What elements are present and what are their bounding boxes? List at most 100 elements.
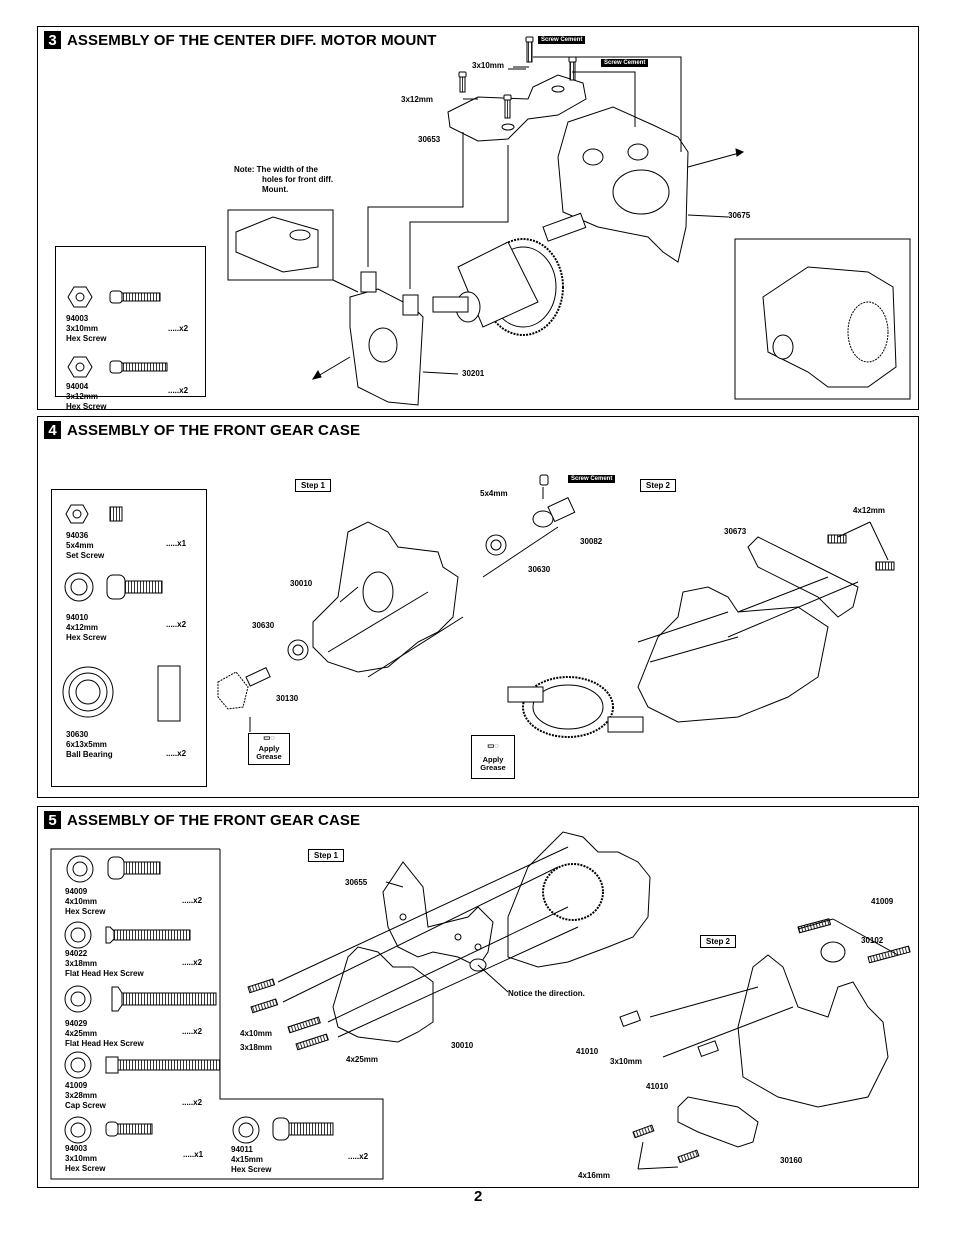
part-type: Set Screw xyxy=(66,551,105,560)
section-3-header: 3 ASSEMBLY OF THE CENTER DIFF. MOTOR MOU… xyxy=(44,31,437,49)
section-3-center-diff-motor-mount: 3 ASSEMBLY OF THE CENTER DIFF. MOTOR MOU… xyxy=(37,26,919,411)
label-41010-lower: 41010 xyxy=(646,1082,669,1091)
part-41009-info: 41009 3x28mm Cap Screw xyxy=(65,1081,106,1111)
hex-screw-icon xyxy=(232,1116,334,1144)
label-30160: 30160 xyxy=(780,1156,803,1165)
section-5-front-gear-case: 5 ASSEMBLY OF THE FRONT GEAR CASE xyxy=(37,806,919,1188)
hex-screw-icon xyxy=(67,356,168,378)
part-quantity: .....x2 xyxy=(166,620,187,629)
part-94022-info: 94022 3x18mm Flat Head Hex Screw xyxy=(65,949,144,979)
section-5-number: 5 xyxy=(44,811,61,829)
part-size: 5x4mm xyxy=(66,541,94,550)
section-5-title: ASSEMBLY OF THE FRONT GEAR CASE xyxy=(67,811,361,829)
hex-screw-icon xyxy=(64,1116,153,1144)
part-quantity: .....x2 xyxy=(166,749,187,758)
label-30010: 30010 xyxy=(451,1041,474,1050)
label-30010: 30010 xyxy=(290,579,313,588)
section-3-number: 3 xyxy=(44,31,61,49)
part-quantity: .....x2 xyxy=(182,1098,203,1107)
part-id: 94003 xyxy=(66,314,89,323)
part-94003-info: 94003 3x10mm Hex Screw xyxy=(65,1144,105,1174)
cement-text: Screw Cement xyxy=(604,60,646,66)
hex-screw-icon xyxy=(64,572,163,602)
top-brace-30673 xyxy=(747,536,859,618)
grease-text: Grease xyxy=(256,752,282,761)
hex-screw-icon xyxy=(67,286,161,308)
part-id: 94010 xyxy=(66,613,89,622)
label-30630-lower: 30630 xyxy=(252,621,275,630)
part-id: 94004 xyxy=(66,382,89,391)
lower-brace-30160 xyxy=(677,1096,759,1148)
part-type: Hex Screw xyxy=(66,402,107,411)
note-line: Mount. xyxy=(262,185,289,194)
section-4-number: 4 xyxy=(44,421,61,439)
grease-text: Grease xyxy=(480,763,506,772)
part-94004-info: 94004 3x12mm Hex Screw xyxy=(66,382,106,412)
part-size: 4x10mm xyxy=(65,897,98,906)
part-94009-info: 94009 4x10mm Hex Screw xyxy=(65,887,105,917)
note-line: Note: The width of the xyxy=(234,165,318,174)
section-4-header: 4 ASSEMBLY OF THE FRONT GEAR CASE xyxy=(44,421,360,439)
label-3x10mm: 3x10mm xyxy=(472,61,505,70)
part-size: 3x10mm xyxy=(65,1154,98,1163)
grease-text: Apply xyxy=(258,744,280,753)
grease-tube-icon: ▭◌ xyxy=(263,733,275,742)
gear-case-assembly-step2 xyxy=(737,954,889,1108)
label-41010-upper: 41010 xyxy=(576,1047,599,1056)
label-4x12mm: 4x12mm xyxy=(853,506,886,515)
label-30655: 30655 xyxy=(345,878,368,887)
part-type: Hex Screw xyxy=(66,334,107,343)
part-id: 41009 xyxy=(65,1081,88,1090)
part-30630-info: 30630 6x13x5mm Ball Bearing xyxy=(66,730,113,760)
label-30201: 30201 xyxy=(462,369,485,378)
ball-bearing-icon xyxy=(62,665,181,722)
label-30630-upper: 30630 xyxy=(528,565,551,574)
label-41009: 41009 xyxy=(871,897,894,906)
screw-cement-label: Screw Cement xyxy=(568,475,616,483)
part-94011-info: 94011 4x15mm Hex Screw xyxy=(231,1145,271,1175)
step-1-label: Step 1 xyxy=(295,479,332,492)
label-3x10mm: 3x10mm xyxy=(610,1057,643,1066)
part-quantity: .....x1 xyxy=(166,539,187,548)
note-line: holes for front diff. xyxy=(262,175,334,184)
gear-case-assembly xyxy=(637,586,829,723)
screw-cement-label: Screw Cement xyxy=(601,59,649,67)
screw-cement-label: Screw Cement xyxy=(538,36,586,44)
part-id: 94029 xyxy=(65,1019,88,1028)
label-4x25mm: 4x25mm xyxy=(346,1055,379,1064)
section-3-title: ASSEMBLY OF THE CENTER DIFF. MOTOR MOUNT xyxy=(67,31,437,49)
label-30675: 30675 xyxy=(728,211,751,220)
flat-head-screw-icon xyxy=(64,985,217,1013)
section-4-title: ASSEMBLY OF THE FRONT GEAR CASE xyxy=(67,421,361,439)
part-quantity: .....x2 xyxy=(182,896,203,905)
part-size: 4x12mm xyxy=(66,623,99,632)
top-plate-30653 xyxy=(447,74,587,142)
section-3-parts-drawings xyxy=(67,286,168,378)
width-note: Note: The width of the holes for front d… xyxy=(234,165,333,195)
label-5x4mm: 5x4mm xyxy=(480,489,508,498)
step-2-label: Step 2 xyxy=(640,479,677,492)
flat-head-screw-icon xyxy=(64,921,191,949)
section-5-parts-drawings xyxy=(64,855,334,1144)
part-type: Cap Screw xyxy=(65,1101,106,1110)
part-quantity: .....x2 xyxy=(348,1152,369,1161)
section-3-exploded-diagram xyxy=(227,36,911,406)
part-type: Flat Head Hex Screw xyxy=(65,1039,144,1048)
apply-grease-box: ▭◌ Apply Grease xyxy=(471,735,515,779)
part-type: Flat Head Hex Screw xyxy=(65,969,144,978)
step-2-label: Step 2 xyxy=(700,935,737,948)
step-1-label: Step 1 xyxy=(308,849,345,862)
part-size: 3x12mm xyxy=(66,392,99,401)
label-30673: 30673 xyxy=(724,527,747,536)
part-quantity: .....x2 xyxy=(182,1027,203,1036)
part-id: 30630 xyxy=(66,730,89,739)
part-id: 94009 xyxy=(65,887,88,896)
part-quantity: .....x2 xyxy=(182,958,203,967)
section-3-parts-box: 94003 3x10mm Hex Screw .....x2 94004 3x1… xyxy=(55,246,206,411)
section-4-exploded-diagram xyxy=(217,474,895,738)
part-94003-info: 94003 3x10mm Hex Screw xyxy=(66,314,106,344)
part-quantity: .....x1 xyxy=(183,1150,204,1159)
label-3x12mm: 3x12mm xyxy=(401,95,434,104)
lower-case-30010 xyxy=(332,946,434,1043)
part-type: Hex Screw xyxy=(66,633,107,642)
